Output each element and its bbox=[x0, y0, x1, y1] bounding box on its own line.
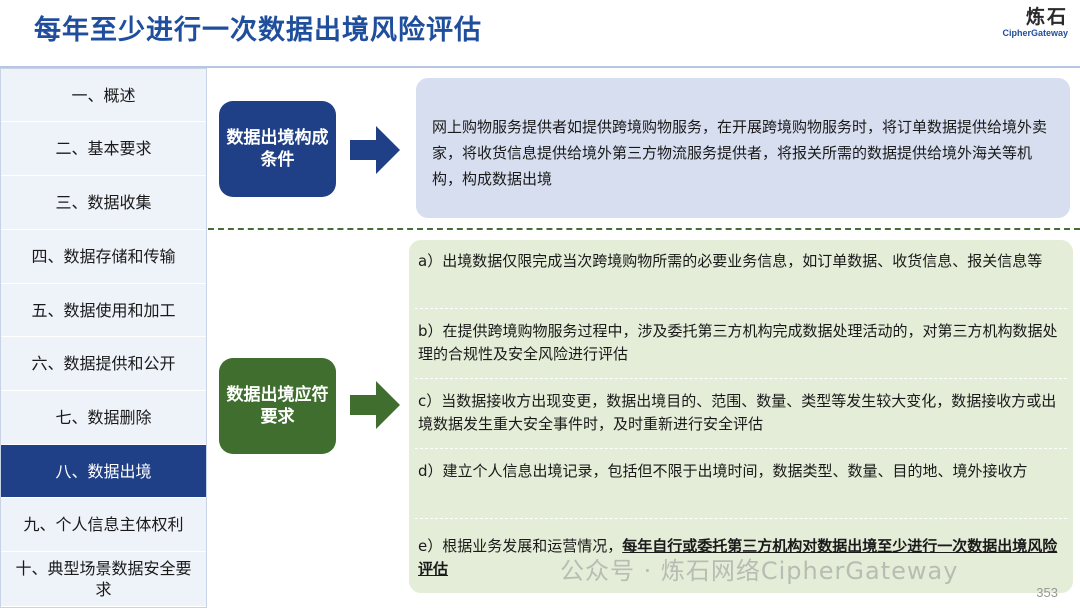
sidebar-item-use-processing[interactable]: 五、数据使用和加工 bbox=[1, 284, 206, 337]
requirement-e: e）根据业务发展和运营情况，每年自行或委托第三方机构对数据出境至少进行一次数据出… bbox=[418, 535, 1058, 581]
condition-badge: 数据出境构成条件 bbox=[219, 101, 336, 197]
requirements-badge: 数据出境应符要求 bbox=[219, 358, 336, 454]
sidebar-item-data-collection[interactable]: 三、数据收集 bbox=[1, 176, 206, 230]
sidebar-item-cross-border[interactable]: 八、数据出境 bbox=[1, 445, 206, 498]
requirement-a: a）出境数据仅限完成当次跨境购物所需的必要业务信息，如订单数据、收货信息、报关信… bbox=[418, 252, 1043, 270]
watermark-text: 公众号 · 炼石网络CipherGateway bbox=[560, 557, 959, 585]
sidebar-item-typical-scenarios[interactable]: 十、典型场景数据安全要求 bbox=[1, 552, 206, 607]
sidebar-item-overview[interactable]: 一、概述 bbox=[1, 69, 206, 122]
page-number: 353 bbox=[1036, 585, 1058, 600]
requirement-divider bbox=[415, 378, 1067, 379]
logo-en-text: CipherGateway bbox=[1002, 28, 1068, 38]
requirement-b: b）在提供跨境购物服务过程中，涉及委托第三方机构完成数据处理活动的，对第三方机构… bbox=[418, 322, 1058, 363]
requirement-divider bbox=[415, 518, 1067, 519]
requirement-d: d）建立个人信息出境记录，包括但不限于出境时间，数据类型、数量、目的地、境外接收… bbox=[418, 462, 1028, 480]
requirement-divider bbox=[415, 308, 1067, 309]
page-title: 每年至少进行一次数据出境风险评估 bbox=[34, 15, 482, 46]
sidebar-item-data-deletion[interactable]: 七、数据删除 bbox=[1, 391, 206, 445]
requirement-e-prefix: e）根据业务发展和运营情况， bbox=[418, 537, 623, 555]
arrow-right-icon bbox=[350, 126, 400, 174]
logo-cn-text: 炼石 bbox=[1025, 6, 1068, 28]
sidebar-item-subject-rights[interactable]: 九、个人信息主体权利 bbox=[1, 498, 206, 552]
condition-description: 网上购物服务提供者如提供跨境购物服务，在开展跨境购物服务时，将订单数据提供给境外… bbox=[416, 78, 1070, 218]
arrow-right-icon bbox=[350, 381, 400, 429]
sidebar-item-storage-transfer[interactable]: 四、数据存储和传输 bbox=[1, 230, 206, 284]
sidebar-item-basic-requirements[interactable]: 二、基本要求 bbox=[1, 122, 206, 176]
requirement-divider bbox=[415, 448, 1067, 449]
header-divider bbox=[0, 66, 1080, 68]
requirements-panel bbox=[409, 240, 1073, 593]
brand-logo: 炼石 CipherGateway bbox=[1002, 6, 1068, 38]
section-divider bbox=[208, 228, 1080, 230]
requirement-e-emphasis: 每年自行或委托第三方机构对数据出境至少进行一次数据出境风险评估 bbox=[418, 537, 1058, 578]
sidebar-item-provision-disclosure[interactable]: 六、数据提供和公开 bbox=[1, 337, 206, 391]
requirement-c: c）当数据接收方出现变更，数据出境目的、范围、数量、类型等发生较大变化，数据接收… bbox=[418, 392, 1057, 433]
sidebar-nav: 一、概述 二、基本要求 三、数据收集 四、数据存储和传输 五、数据使用和加工 六… bbox=[0, 68, 207, 608]
